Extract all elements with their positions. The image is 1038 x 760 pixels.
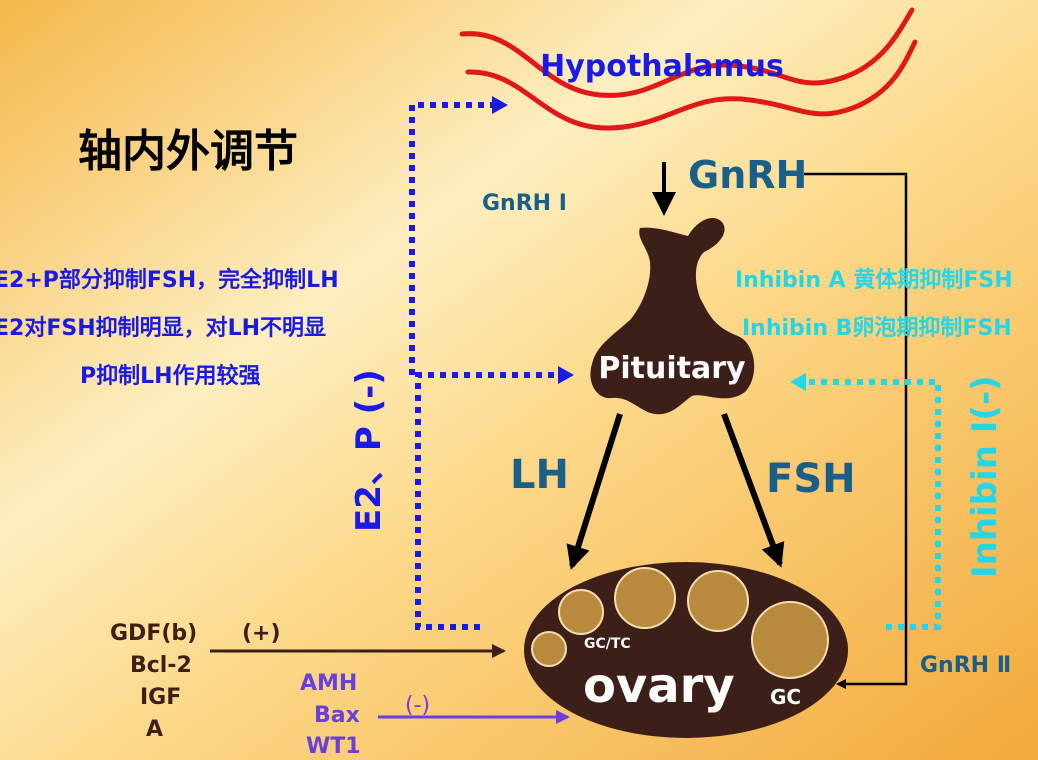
inhibitor-1: AMH <box>300 671 357 696</box>
gnrh-label: GnRH <box>688 153 807 197</box>
pituitary-shape <box>590 217 755 415</box>
hypothalamus-label: Hypothalamus <box>540 49 784 84</box>
stimulator-list: GDF(b) Bcl-2 IGF A <box>110 621 197 742</box>
left-note-1: E2+P部分抑制FSH，完全抑制LH <box>0 267 339 293</box>
inhibitor-list: AMH Bax WT1 <box>300 671 361 759</box>
follicle-1 <box>558 589 604 635</box>
inhibitor-2: Bax <box>314 703 360 728</box>
lh-arrow <box>566 413 623 570</box>
gnrh-ii-path <box>804 172 908 689</box>
e2p-feedback-path <box>409 102 558 630</box>
left-note-3: P抑制LH作用较强 <box>80 363 261 389</box>
inhibin-feedback-path <box>806 379 941 630</box>
stimulator-1: GDF(b) <box>110 621 197 646</box>
gc-tc-label: GC/TC <box>584 636 631 652</box>
gnrh-ii-label: GnRH Ⅱ <box>920 653 1011 678</box>
inhibitor-3: WT1 <box>306 734 361 759</box>
plus-sign-label: (+) <box>242 621 281 646</box>
hypothalamus-shape <box>459 7 918 131</box>
fsh-label: FSH <box>766 456 856 502</box>
minus-sign-label: (-) <box>405 693 430 718</box>
follicle-3 <box>687 570 749 632</box>
inhibin-vertical-label: Inhibin Ⅰ(-) <box>965 375 1005 578</box>
right-notes: Inhibin A 黄体期抑制FSH Inhibin B卵泡期抑制FSH <box>735 268 1013 341</box>
stimulator-2: Bcl-2 <box>130 653 192 678</box>
e2p-arrowhead-pituitary <box>558 366 574 384</box>
lh-label: LH <box>510 452 569 498</box>
inhibin-arrowhead <box>790 373 806 391</box>
right-note-1: Inhibin A 黄体期抑制FSH <box>735 268 1013 293</box>
gnrh-i-label: GnRH Ⅰ <box>482 191 567 216</box>
e2p-arrowhead-hypothalamus <box>492 96 508 114</box>
stimulator-3: IGF <box>140 685 181 710</box>
follicle-4 <box>751 601 829 679</box>
left-notes: E2+P部分抑制FSH，完全抑制LH E2对FSH抑制明显，对LH不明显 P抑制… <box>0 267 339 389</box>
e2p-vertical-label: E2、P (-) <box>349 369 389 532</box>
follicle-2 <box>614 567 676 629</box>
stimulator-4: A <box>146 717 163 742</box>
follicles <box>531 567 829 679</box>
fsh-arrow <box>721 412 785 568</box>
gc-label: GC <box>770 685 801 709</box>
page-title: 轴内外调节 <box>78 126 298 177</box>
right-note-2: Inhibin B卵泡期抑制FSH <box>742 315 1012 341</box>
ovary-shape <box>524 562 848 738</box>
follicle-5 <box>531 631 567 667</box>
ovary-label: ovary <box>583 658 735 714</box>
pituitary-label: Pituitary <box>598 351 746 386</box>
left-note-2: E2对FSH抑制明显，对LH不明显 <box>0 316 326 341</box>
